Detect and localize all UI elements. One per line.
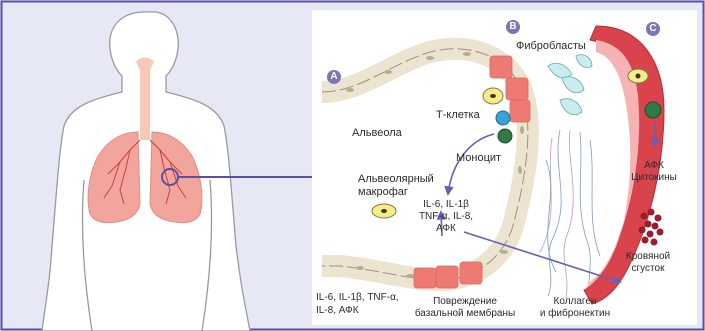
- label-membrane-2: базальной мембраны: [410, 308, 520, 320]
- label-bottom-cytokines-2: IL-8, АФК: [316, 305, 359, 317]
- label-macrophage-2: макрофаг: [358, 186, 408, 199]
- label-cytokines-1: IL-6, IL-1β: [406, 199, 486, 211]
- label-monocyte: Моноцит: [456, 152, 501, 165]
- green-cell-1: [498, 129, 512, 143]
- label-clot-1: Кровяной: [612, 251, 684, 263]
- badge-c: C: [646, 22, 660, 36]
- label-t-cell: Т-клетка: [436, 109, 480, 122]
- label-clot-2: сгусток: [612, 263, 684, 275]
- label-collagen-2: и фибронектин: [530, 308, 620, 320]
- label-cytokines-3: АФК: [406, 223, 486, 235]
- label-alveolus: Альвеола: [352, 127, 402, 140]
- label-cytokines-2: TNF-α, IL-8,: [406, 211, 486, 223]
- label-bottom-cytokines-1: IL-6, IL-1β, TNF-α,: [316, 292, 399, 304]
- badge-a: A: [327, 70, 341, 84]
- label-ros-1: АФК: [622, 160, 686, 172]
- label-fibroblasts: Фибробласты: [516, 40, 586, 53]
- label-membrane-1: Повреждение: [410, 296, 520, 308]
- label-macrophage-1: Альвеолярный: [358, 173, 434, 186]
- blue-cell: [496, 111, 510, 125]
- badge-b: B: [506, 20, 520, 34]
- label-ros-2: Цитокины: [622, 172, 686, 184]
- label-collagen-1: Коллаген: [530, 296, 620, 308]
